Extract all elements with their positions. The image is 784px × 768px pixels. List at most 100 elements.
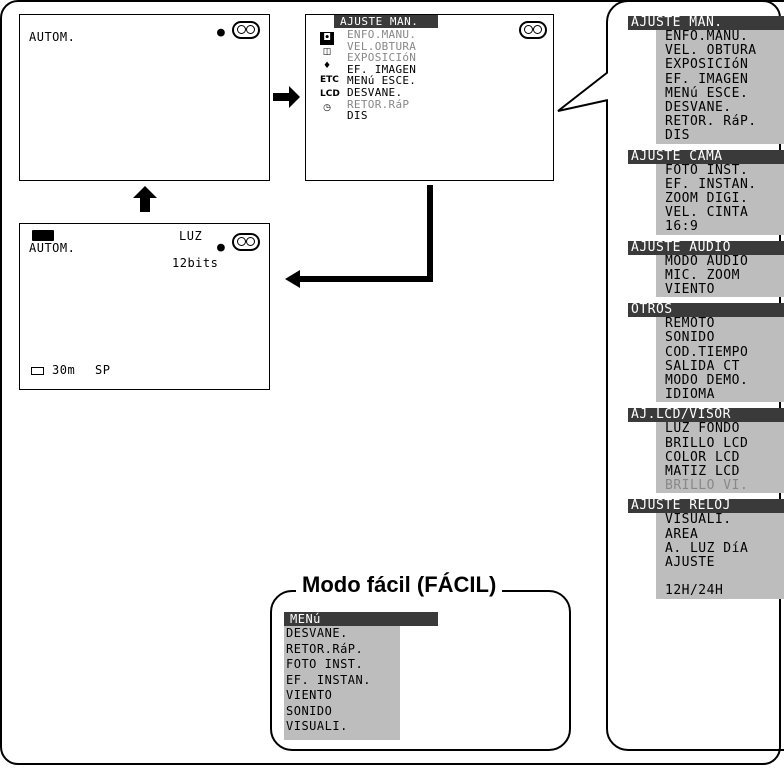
menu-tree-item[interactable]: VEL. CINTA [665, 205, 749, 221]
menu-group-list: FOTO INST.EF. INSTAN.ZOOM DIGI.VEL. CINT… [656, 162, 784, 235]
menu-tree-item[interactable]: ENFO.MANU. [665, 29, 749, 44]
callout-pointer [557, 60, 614, 120]
tape-icon [232, 21, 260, 39]
menu-item[interactable]: EXPOSICIóN [347, 51, 417, 65]
menu-tree-item[interactable]: MODO AUDIO [665, 253, 749, 269]
menu-item[interactable]: RETOR.RáP [347, 97, 410, 111]
menu-tree-item[interactable]: AJUSTE [665, 555, 715, 571]
menu-tree-item[interactable]: BRILLO VI. [665, 478, 749, 494]
menu-item[interactable]: DESVANE. [347, 85, 403, 99]
mode-label: AUTOM. [29, 30, 76, 44]
menu-tree-item[interactable]: AREA [665, 526, 699, 542]
cassette-icon [31, 367, 44, 375]
camera-settings-icon: ◫ [322, 47, 332, 57]
easy-menu-list: DESVANE.RETOR.RáP.FOTO INST.EF. INSTAN.V… [284, 626, 400, 740]
menu-tree-item[interactable]: VIENTO [665, 282, 715, 298]
easy-menu-header: MENú [284, 612, 438, 626]
easy-menu-item[interactable]: RETOR.RáP. [286, 641, 364, 656]
easy-menu-item[interactable]: VISUALI. [286, 719, 348, 733]
menu-tree-item[interactable]: REMOTO [665, 316, 715, 332]
menu-group-header[interactable]: AJ.LCD/VISOR [628, 408, 784, 423]
menu-tree-item[interactable]: A. LUZ DíA [665, 540, 749, 556]
menu-tree-item[interactable]: FOTO INST. [665, 162, 749, 178]
menu-item[interactable]: EF. IMAGEN [347, 62, 417, 76]
person-icon: ● [217, 240, 225, 255]
menu-tree-item[interactable]: IDIOMA [665, 387, 715, 403]
screen-manual-menu: ◘ ◫ ♦ ETC LCD ◷ AJUSTE MAN. ENFO.MANU.VE… [305, 14, 554, 181]
menu-tree-box [606, 0, 784, 751]
menu-group-header[interactable]: AJUSTE MAN. [628, 16, 784, 30]
menu-tree-item[interactable]: COLOR LCD [665, 449, 740, 465]
easy-menu-item[interactable]: FOTO INST. [286, 657, 364, 671]
menu-item[interactable]: MENú ESCE. [347, 74, 417, 88]
clock-icon: ◷ [323, 103, 331, 113]
menu-item[interactable]: DIS [347, 109, 368, 123]
menu-tree-item[interactable]: MATIZ LCD [665, 464, 740, 480]
menu-tree-item[interactable]: MODO DEMO. [665, 373, 749, 389]
easy-menu: MENú DESVANE.RETOR.RáP.FOTO INST.EF. INS… [284, 612, 438, 740]
menu-tree-item[interactable]: BRILLO LCD [665, 435, 749, 451]
menu-tree-item[interactable]: ZOOM DIGI. [665, 191, 749, 207]
menu-tree-item[interactable]: SONIDO [665, 330, 715, 346]
menu-tree-item[interactable]: VISUALI. [665, 512, 732, 528]
menu-tree-item[interactable] [656, 570, 784, 584]
menu-tree-item[interactable]: MENú ESCE. [665, 85, 749, 101]
person-icon: ● [217, 25, 225, 40]
screen-auto-detail: AUTOM. LUZ ● 12bits 30m SP [19, 223, 270, 390]
arrow-up [133, 186, 157, 212]
easy-menu-item[interactable]: EF. INSTAN. [286, 672, 371, 687]
menu-group-header[interactable]: AJUSTE AUDIO [628, 240, 784, 255]
lcd-icon: LCD [320, 89, 340, 99]
menu-group-header[interactable]: AJUSTE CÁMA [628, 149, 784, 164]
menu-tree-item[interactable]: EF. IMAGEN [665, 71, 749, 87]
tape-remaining: 30m [52, 363, 76, 377]
menu-tree-item[interactable]: DESVANE. [665, 100, 732, 116]
easy-menu-item[interactable]: VIENTO [286, 688, 333, 702]
menu-tree-item[interactable]: DIS [665, 128, 690, 144]
screen-auto: AUTOM. ● [19, 14, 270, 181]
menu-tree-item[interactable]: 12H/24H [665, 583, 724, 599]
menu-header: AJUSTE MAN. [334, 15, 438, 28]
menu-tree-item[interactable]: LUZ FONDO [665, 421, 740, 437]
battery-icon [32, 230, 54, 241]
menu-item[interactable]: VEL.OBTURA [347, 39, 417, 53]
arrow-right [273, 86, 300, 108]
etc-icon: ETC [320, 75, 339, 85]
menu-item[interactable]: ENFO.MANU. [347, 28, 417, 41]
menu-tree-item[interactable]: MIC. ZOOM [665, 267, 740, 283]
menu-tree-item[interactable]: COD.TIEMPO [665, 344, 749, 360]
menu-tree-item[interactable]: EXPOSICIóN [665, 57, 749, 73]
menu-icon-column: ◘ ◫ ♦ ETC LCD ◷ [320, 32, 340, 116]
menu-group-header[interactable]: OTROS [628, 303, 784, 318]
tape-icon [232, 233, 260, 251]
tape-icon [519, 21, 547, 39]
menu-group-header[interactable]: AJUSTE RELOJ [628, 499, 784, 514]
menu-tree-item[interactable]: VEL. OBTURA [665, 43, 757, 59]
microphone-icon: ♦ [322, 61, 332, 71]
bits-label: 12bits [172, 256, 219, 270]
mode-label: AUTOM. [29, 241, 76, 255]
menu-tree-item[interactable]: EF. INSTAN. [665, 176, 757, 192]
arrow-left-head [285, 270, 300, 288]
menu-tree-item[interactable]: 16:9 [665, 219, 699, 235]
menu-tree-item[interactable]: RETOR. RáP. [665, 114, 757, 130]
easy-menu-item[interactable]: DESVANE. [286, 626, 348, 640]
tape-speed: SP [95, 363, 111, 377]
camera-icon: ◘ [320, 32, 334, 45]
easy-mode-title: Modo fácil (FÁCIL) [296, 572, 503, 598]
light-label: LUZ [179, 229, 203, 243]
menu-tree-item[interactable]: SALIDA CT [665, 358, 740, 374]
easy-menu-item[interactable]: SONIDO [286, 703, 333, 718]
